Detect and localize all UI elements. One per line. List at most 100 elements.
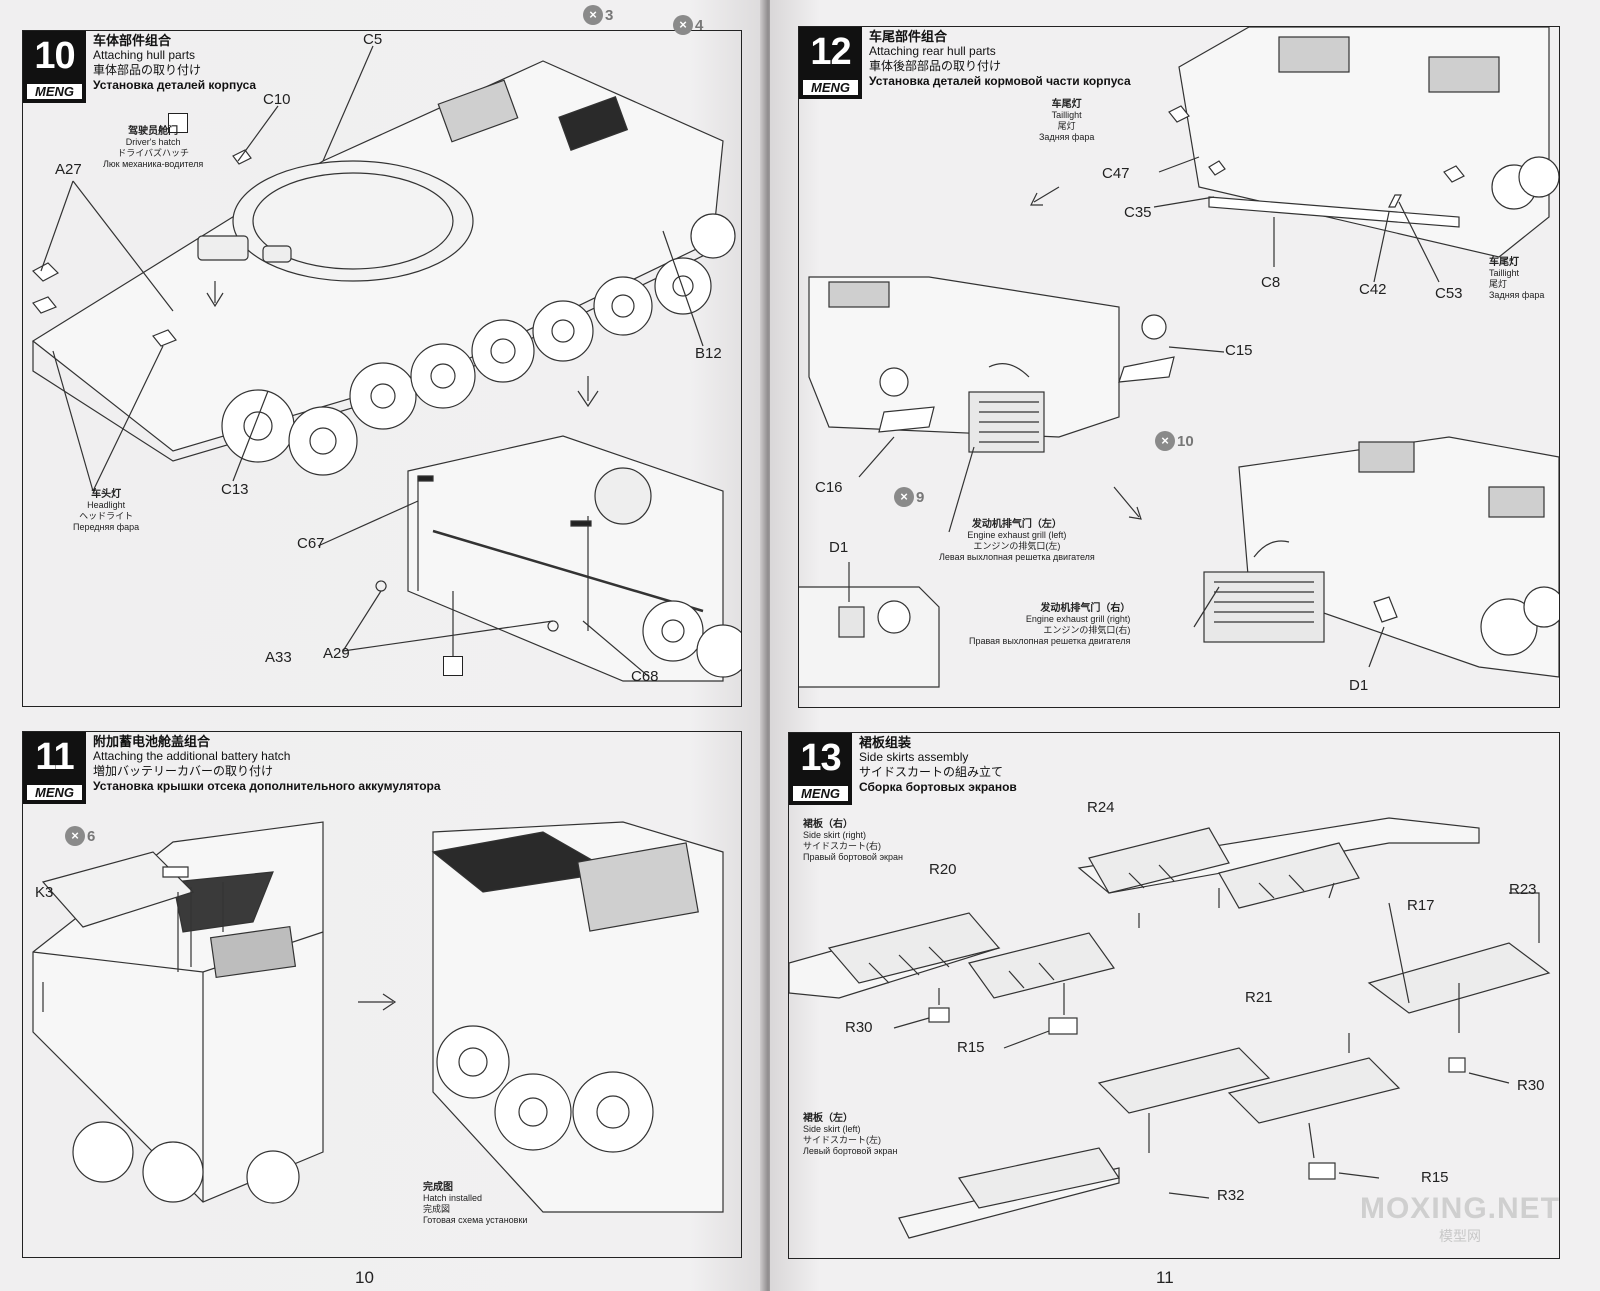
step-number: 10 [34, 35, 75, 77]
step-number: 13 [800, 737, 841, 779]
note-ru: Левая выхлопная решетка двигателя [939, 552, 1095, 562]
driver-hatch-note: 驾驶员舱门 Driver's hatch ドライバズハッチ Люк механи… [103, 126, 203, 170]
title-cn: 附加蓄电池舱盖组合 [93, 734, 211, 749]
part-label-r15-bottom: R15 [1421, 1169, 1449, 1186]
step-13-number-badge: 13 MENG [789, 733, 852, 805]
step-12-panel: 12 MENG 车尾部件组合 Attaching rear hull parts… [798, 26, 1560, 708]
part-label-c16: C16 [815, 479, 843, 496]
multiply-icon: × [673, 15, 693, 35]
part-label-c8: C8 [1261, 274, 1281, 291]
quantity-badge-x10: ×10 [1155, 431, 1194, 451]
part-label-r15-top: R15 [957, 1039, 985, 1056]
part-label-r24: R24 [1087, 799, 1115, 816]
multiply-icon: × [583, 5, 603, 25]
note-en: Side skirt (right) [803, 830, 867, 840]
rear-hull-drawing [799, 27, 1559, 688]
skirt-left-note: 裙板（左） Side skirt (left) サイドスカート(左) Левый… [803, 1113, 897, 1157]
exhaust-right-note: 发动机排气门（右） Engine exhaust grill (right) エ… [969, 603, 1130, 647]
title-cn: 裙板组装 [859, 735, 912, 750]
note-en: Engine exhaust grill (left) [967, 530, 1067, 540]
note-cn: 车头灯 [91, 489, 122, 500]
part-label-c15: C15 [1225, 342, 1253, 359]
part-label-r17: R17 [1407, 897, 1435, 914]
part-label-r30-bottom: R30 [1517, 1077, 1545, 1094]
note-jp: ドライバズハッチ [117, 148, 190, 158]
step-number: 12 [810, 31, 851, 73]
battery-hatch-drawing [32, 821, 724, 1213]
note-jp: 尾灯 [1489, 279, 1508, 289]
part-label-c53: C53 [1435, 285, 1463, 302]
taillight-note-top: 车尾灯 Taillight 尾灯 Задняя фара [1039, 99, 1094, 143]
multiply-icon: × [1155, 431, 1175, 451]
part-label-r32: R32 [1217, 1187, 1245, 1204]
part-label-k3: K3 [35, 884, 54, 901]
step-10-titles: 车体部件组合 Attaching hull parts 車体部品の取り付け Ус… [93, 33, 256, 93]
right-page: 12 MENG 车尾部件组合 Attaching rear hull parts… [770, 0, 1600, 1291]
watermark-site: MOXING.NET [1359, 1192, 1560, 1225]
quantity-badge-x6: ×6 [65, 826, 95, 846]
note-en: Headlight [87, 500, 126, 510]
title-en: Attaching rear hull parts [869, 44, 996, 58]
part-label-r21: R21 [1245, 989, 1273, 1006]
title-en: Attaching the additional battery hatch [93, 749, 291, 763]
note-cn: 裙板（左） [803, 1113, 853, 1124]
step-10-number-badge: 10 MENG [23, 31, 86, 103]
quantity-badge-x3: ×3 [583, 5, 613, 25]
note-ru: Правый бортовой экран [803, 852, 903, 862]
note-jp: エンジンの排気口(左) [973, 541, 1061, 551]
page-number-left: 10 [355, 1268, 374, 1287]
meng-logo: MENG [27, 84, 82, 99]
step-12-titles: 车尾部件组合 Attaching rear hull parts 車体後部部品の… [869, 29, 1131, 89]
title-ru: Установка деталей кормовой части корпуса [869, 74, 1131, 88]
step-11-number-badge: 11 MENG [23, 732, 86, 804]
part-label-r23: R23 [1509, 881, 1537, 898]
part-label-a29: A29 [323, 645, 350, 662]
part-label-r20: R20 [929, 861, 957, 878]
quantity-value: 3 [605, 6, 614, 24]
part-label-d1: D1 [1349, 677, 1369, 694]
note-en: Hatch installed [423, 1193, 483, 1203]
note-cn: 车尾灯 [1489, 257, 1519, 268]
note-en: Taillight [1489, 268, 1520, 278]
part-label-c42: C42 [1359, 281, 1387, 298]
quantity-value: 6 [87, 827, 96, 845]
part-label-c67: C67 [297, 535, 325, 552]
note-ru: Люк механика-водителя [103, 159, 204, 169]
note-cn: 车尾灯 [1051, 99, 1082, 110]
note-jp: エンジンの排気口(右) [1043, 625, 1131, 635]
part-label-c47: C47 [1102, 165, 1130, 182]
meng-logo: MENG [27, 785, 82, 800]
step-11-titles: 附加蓄电池舱盖组合 Attaching the additional batte… [93, 734, 441, 794]
quantity-badge-x9: ×9 [894, 487, 924, 507]
part-label-r30-top: R30 [845, 1019, 873, 1036]
title-ru: Установка крышки отсека дополнительного … [93, 779, 441, 793]
note-en: Taillight [1051, 110, 1082, 120]
quantity-value: 10 [1177, 432, 1194, 450]
note-cn: 驾驶员舱门 [128, 126, 179, 137]
step-13-titles: 裙板组装 Side skirts assembly サイドスカートの組み立て С… [859, 735, 1017, 795]
note-jp: サイドスカート(右) [803, 841, 881, 851]
part-label-c10: C10 [263, 91, 291, 108]
meng-logo: MENG [793, 786, 848, 801]
title-jp: サイドスカートの組み立て [859, 765, 1004, 779]
note-jp: 完成図 [423, 1204, 451, 1214]
title-ru: Установка деталей корпуса [93, 78, 257, 92]
hull-parts-drawing [31, 45, 741, 682]
step-13-panel: 13 MENG 裙板组装 Side skirts assembly サイドスカー… [788, 732, 1560, 1259]
step-11-panel: 11 MENG 附加蓄电池舱盖组合 Attaching the addition… [22, 731, 742, 1258]
note-cn: 发动机排气门（左） [971, 519, 1062, 530]
note-ru: Левый бортовой экран [803, 1146, 898, 1156]
do-not-glue-icon [443, 656, 463, 676]
step-10-panel: 10 MENG 车体部件组合 Attaching hull parts 車体部品… [22, 5, 742, 707]
hatch-installed-note: 完成图 Hatch installed 完成図 Готовая схема ус… [423, 1182, 527, 1226]
skirt-right-note: 裙板（右） Side skirt (right) サイドスカート(右) Прав… [803, 819, 903, 863]
watermark-cn: 模型网 [1438, 1228, 1481, 1244]
note-jp: 尾灯 [1057, 121, 1076, 131]
note-ru: Правая выхлопная решетка двигателя [969, 636, 1131, 646]
part-label-d1-inset: D1 [829, 539, 849, 556]
note-ru: Задняя фара [1039, 132, 1095, 142]
side-skirts-drawing [789, 817, 1551, 1239]
title-en: Side skirts assembly [859, 750, 969, 764]
multiply-icon: × [894, 487, 914, 507]
left-page: 10 MENG 车体部件组合 Attaching hull parts 車体部品… [0, 0, 766, 1291]
